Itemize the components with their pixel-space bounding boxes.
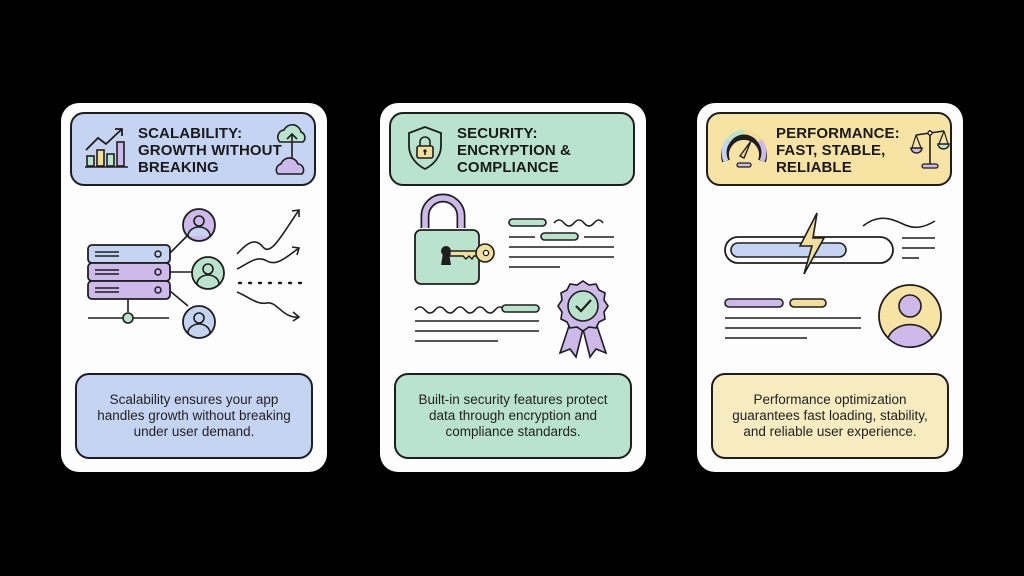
scalability-title: SCALABILITY: GROWTH WITHOUT BREAKING <box>138 125 282 176</box>
scalability-description: Scalability ensures your app handles gro… <box>75 373 313 459</box>
security-description: Built-in security features protect data … <box>394 373 632 459</box>
scalability-card: SCALABILITY: GROWTH WITHOUT BREAKING <box>61 103 327 472</box>
bar-chart-growth-icon <box>85 128 128 168</box>
cloud-upload-icon <box>275 124 306 175</box>
content-text-lines <box>724 298 861 339</box>
growth-arrows-icon <box>236 209 303 322</box>
server-stack-icon <box>87 244 171 324</box>
security-header: SECURITY: ENCRYPTION & COMPLIANCE <box>389 112 635 186</box>
padlock-key-icon <box>414 193 495 285</box>
document-text-lines <box>508 218 614 268</box>
scalability-header: SCALABILITY: GROWTH WITHOUT BREAKING <box>70 112 316 186</box>
server-users-illustration <box>87 208 303 339</box>
lightning-bolt-icon <box>798 212 826 275</box>
user-avatar-icon <box>182 208 216 242</box>
performance-description: Performance optimization guarantees fast… <box>711 373 949 459</box>
user-avatar-icon <box>182 305 216 339</box>
certificate-badge-icon <box>557 280 609 359</box>
performance-header: PERFORMANCE: FAST, STABLE, RELIABLE <box>706 112 952 186</box>
speedometer-icon <box>721 129 767 168</box>
balance-scale-icon <box>910 130 950 169</box>
speed-lines <box>862 217 936 259</box>
security-title: SECURITY: ENCRYPTION & COMPLIANCE <box>457 125 571 176</box>
padlock-certificate-illustration <box>414 193 614 359</box>
performance-card: PERFORMANCE: FAST, STABLE, RELIABLE <box>697 103 963 472</box>
loading-performance-illustration <box>724 212 942 348</box>
user-avatar-icon <box>191 256 225 290</box>
document-text-lines <box>414 304 540 342</box>
shield-lock-icon <box>408 126 442 171</box>
security-card: SECURITY: ENCRYPTION & COMPLIANCE <box>380 103 646 472</box>
user-avatar-icon <box>878 284 942 348</box>
performance-title: PERFORMANCE: FAST, STABLE, RELIABLE <box>776 125 900 176</box>
